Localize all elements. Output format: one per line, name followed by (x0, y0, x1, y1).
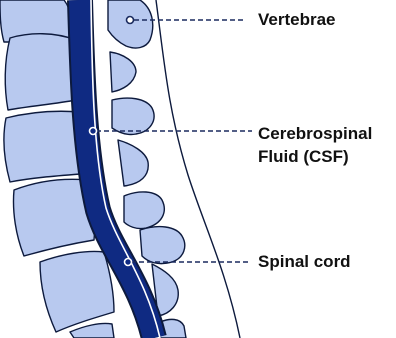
spinous-process-5 (124, 192, 164, 229)
spinous-process-4 (118, 140, 148, 186)
label-csf-line1: Cerebrospinal (258, 122, 372, 145)
spinous-process-2 (110, 52, 136, 92)
label-vertebrae: Vertebrae (258, 8, 336, 31)
marker-vertebrae (127, 17, 134, 24)
spinous-process-6 (140, 227, 185, 264)
marker-spinal-cord (125, 259, 132, 266)
vertebral-body-3 (4, 111, 83, 182)
label-spinal-cord: Spinal cord (258, 250, 351, 273)
vertebral-body-6 (70, 323, 114, 338)
marker-csf (90, 128, 97, 135)
vertebral-body-5 (40, 251, 114, 332)
spinous-process-3 (112, 98, 154, 134)
vertebral-body-2 (5, 34, 79, 110)
label-csf-line2: Fluid (CSF) (258, 145, 372, 168)
label-csf: Cerebrospinal Fluid (CSF) (258, 122, 372, 168)
